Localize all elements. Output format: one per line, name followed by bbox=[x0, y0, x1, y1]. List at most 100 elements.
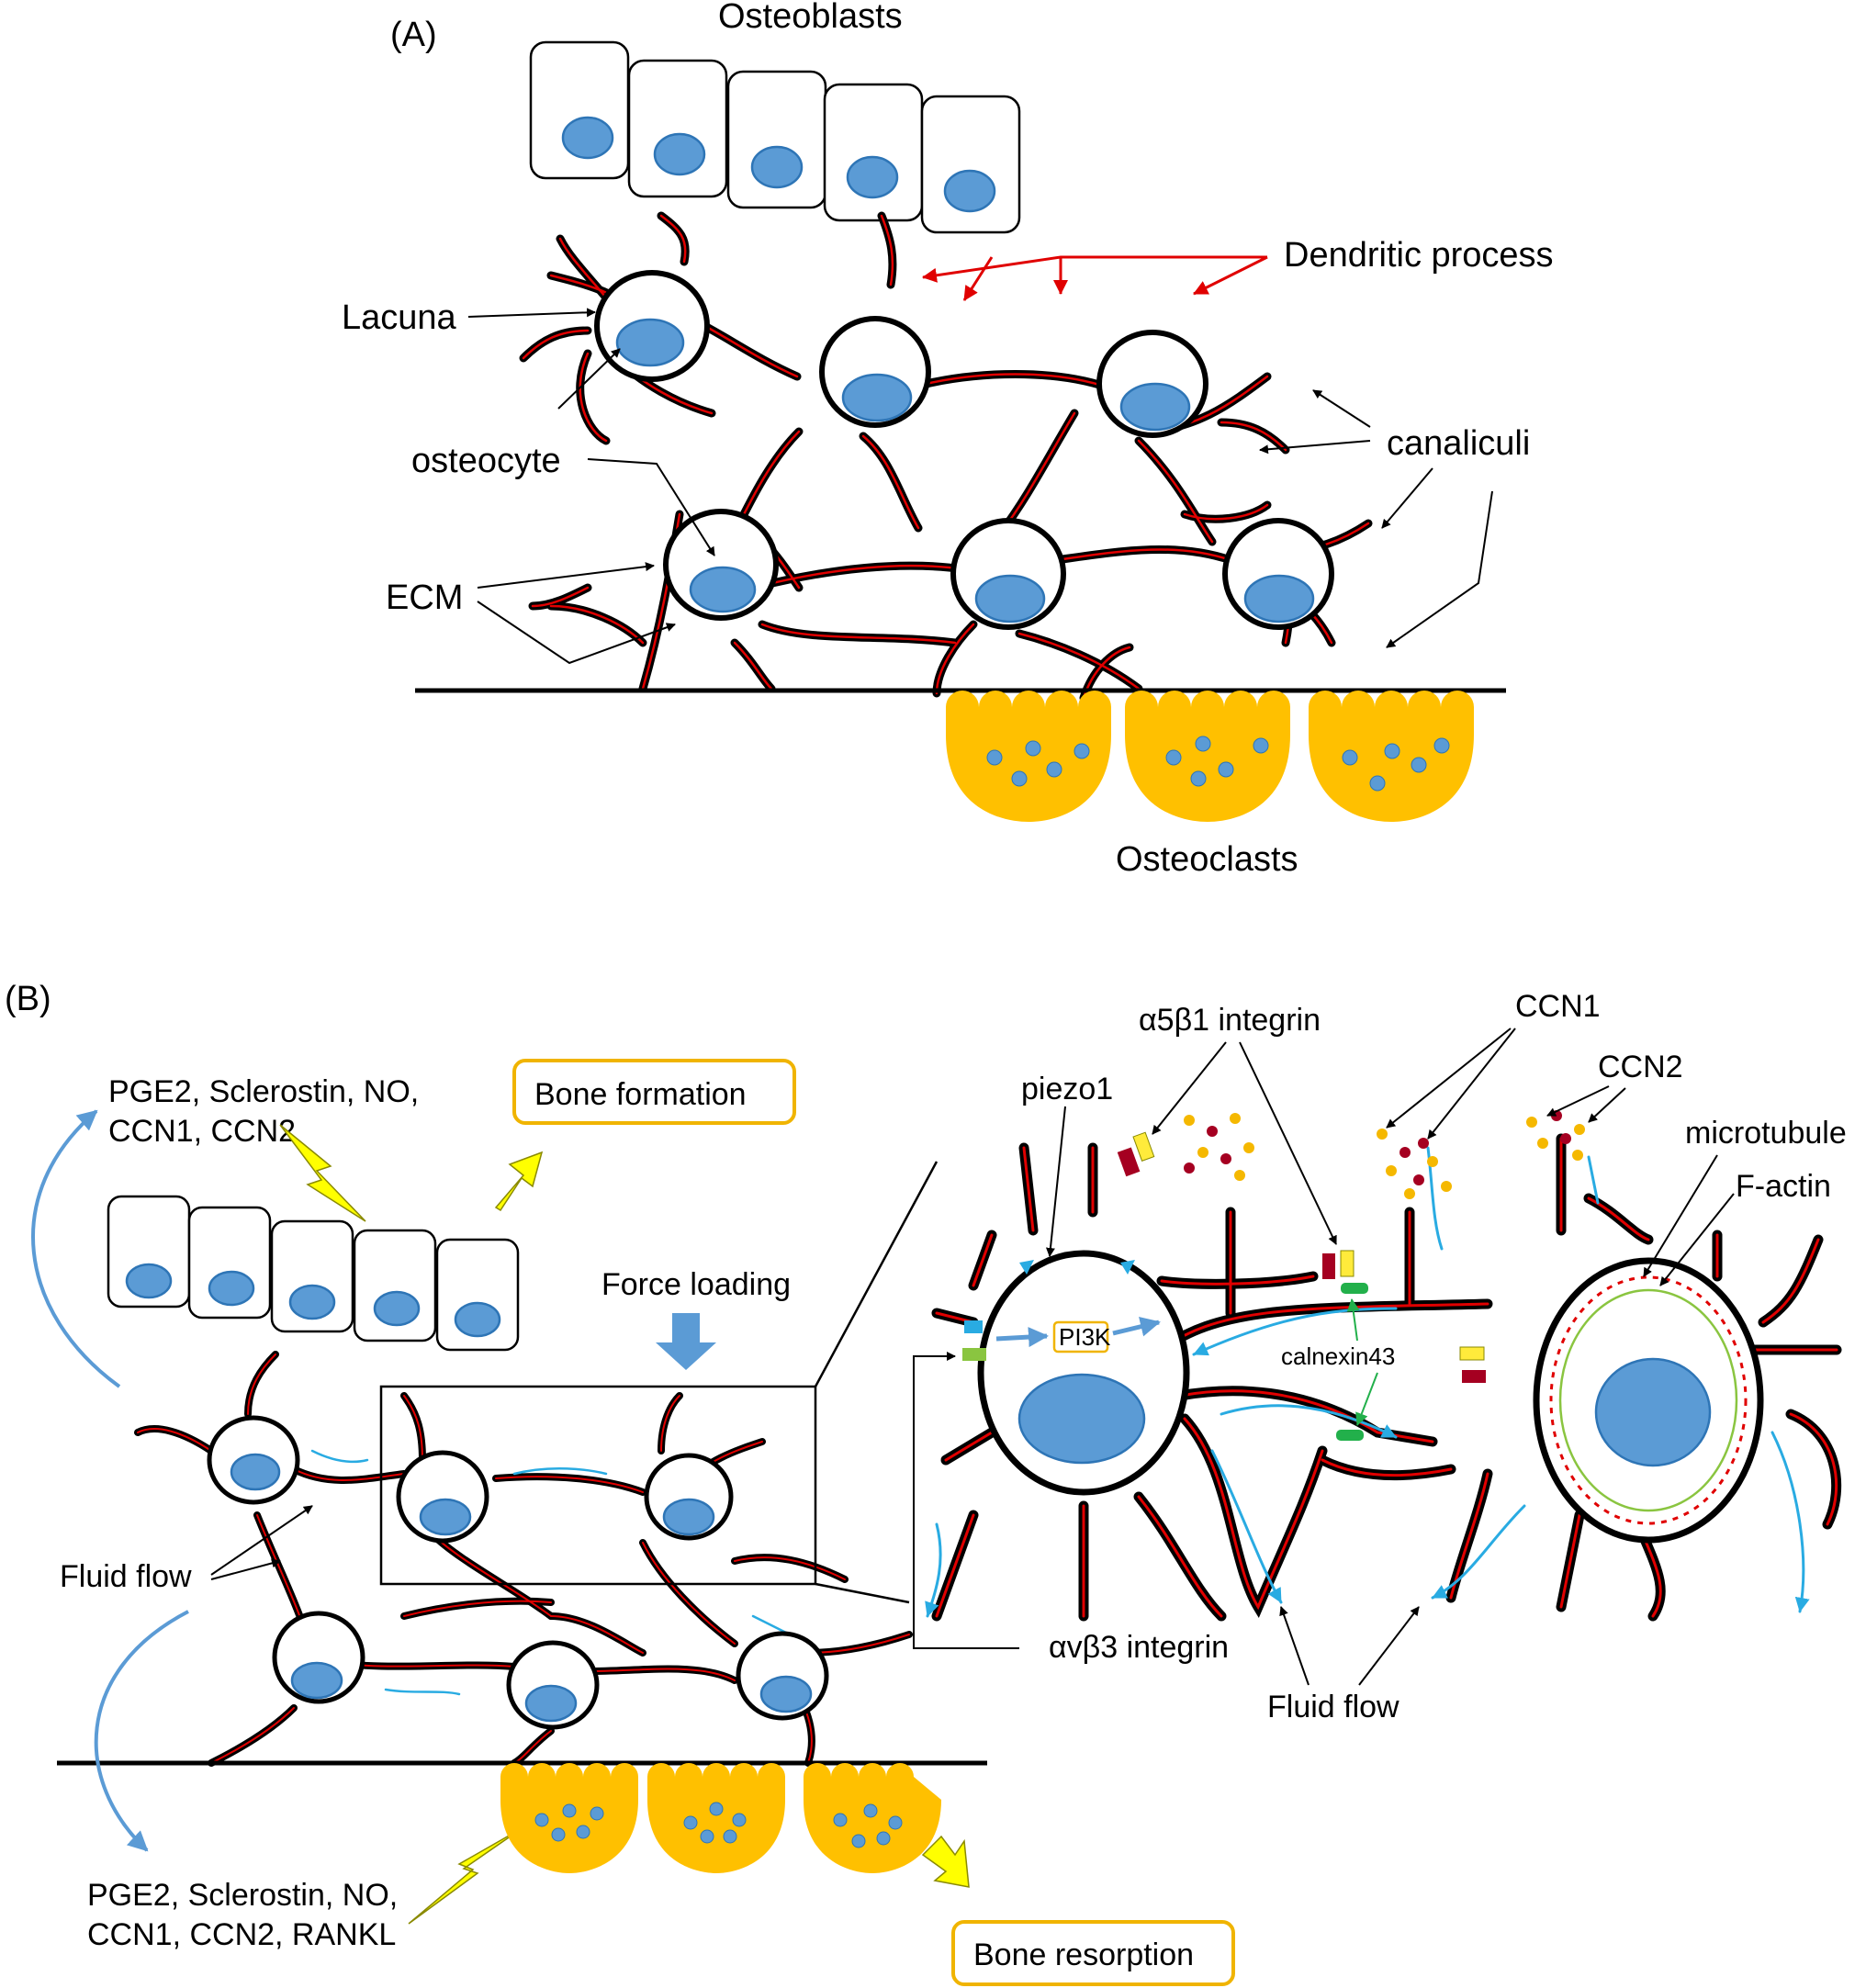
panel-b-tag: (B) bbox=[5, 980, 51, 1018]
osteoblast-cell bbox=[107, 1195, 191, 1308]
piezo1-arrow bbox=[1045, 1106, 1066, 1257]
osteoblast-cell bbox=[529, 40, 630, 180]
osteocyte-label: osteocyte bbox=[411, 442, 561, 480]
osteoblast-cell bbox=[726, 70, 827, 209]
bone-formation-label: Bone formation bbox=[534, 1077, 747, 1112]
bone-resorption-label: Bone resorption bbox=[973, 1937, 1194, 1972]
osteocyte-cell bbox=[819, 316, 931, 428]
a5b1-arrows bbox=[1152, 1041, 1337, 1245]
osteocyte-cell bbox=[506, 1640, 600, 1730]
osteocyte-cell bbox=[736, 1631, 829, 1721]
avb3-receptor-right bbox=[1459, 1346, 1486, 1383]
signal-release-arrow-bottom bbox=[94, 1610, 189, 1852]
ccn1-arrows bbox=[1386, 1028, 1516, 1140]
factin-arrow bbox=[1659, 1193, 1735, 1286]
ecm-label: ECM bbox=[386, 578, 463, 617]
pi3k-box bbox=[1052, 1320, 1109, 1353]
osteoclast-cell bbox=[1125, 691, 1290, 822]
fluid-flow-left-arrows bbox=[210, 1505, 313, 1580]
avb3-receptor-left bbox=[962, 1320, 986, 1361]
formation-arrow bbox=[494, 1151, 544, 1212]
lacuna-label: Lacuna bbox=[342, 298, 457, 337]
osteoblast-cell bbox=[270, 1219, 354, 1333]
ccn-molecules bbox=[1184, 1110, 1585, 1199]
zoom-region-box bbox=[379, 1385, 817, 1586]
osteoblast-row-a bbox=[529, 40, 1021, 234]
calnexin43-channel-top bbox=[1341, 1283, 1368, 1294]
signal-release-arrow-top bbox=[31, 1109, 121, 1388]
piezo1-label: piezo1 bbox=[1021, 1072, 1113, 1106]
osteoclast-cell bbox=[647, 1763, 785, 1873]
panel-a-tag: (A) bbox=[390, 16, 437, 54]
receptors bbox=[962, 1131, 1486, 1441]
osteoclasts-a bbox=[946, 691, 1474, 822]
osteoclast-cell bbox=[804, 1763, 941, 1873]
pi3k-label: PI3K bbox=[1059, 1323, 1111, 1351]
pi3k-pathway: PI3K bbox=[995, 1316, 1161, 1353]
osteoblast-cell bbox=[435, 1238, 520, 1352]
osteoblast-cell bbox=[353, 1229, 437, 1342]
osteoclasts-b bbox=[500, 1763, 941, 1873]
piezo1-channel bbox=[1019, 1260, 1034, 1275]
canaliculi-arrows bbox=[1259, 389, 1493, 648]
osteocyte-cell bbox=[1096, 330, 1208, 438]
osteoclast-cell bbox=[1309, 691, 1474, 822]
osteocyte-cell bbox=[594, 270, 710, 382]
osteoclast-cell bbox=[500, 1763, 638, 1873]
ccn1-label: CCN1 bbox=[1515, 989, 1601, 1024]
calnexin43-label: calnexin43 bbox=[1281, 1342, 1395, 1370]
dendritic-process-label: Dendritic process bbox=[1284, 236, 1554, 275]
a5b1-label: α5β1 integrin bbox=[1139, 1003, 1321, 1038]
osteoblast-cell bbox=[187, 1206, 272, 1320]
lightning-icon-bottom bbox=[408, 1826, 524, 1925]
resorption-arrow bbox=[921, 1835, 970, 1888]
signals-top-line2: CCN1, CCN2 bbox=[108, 1114, 296, 1149]
osteoblast-cell bbox=[823, 83, 924, 222]
fluid-flow-left-label: Fluid flow bbox=[60, 1559, 192, 1594]
fluid-flow-right-label: Fluid flow bbox=[1267, 1690, 1400, 1724]
a5b1-receptor-top bbox=[1117, 1131, 1155, 1177]
microtubule-label: microtubule bbox=[1685, 1116, 1847, 1151]
osteocytes-a bbox=[594, 270, 1334, 630]
osteoclast-cell bbox=[946, 691, 1111, 822]
dendritic-process-arrows bbox=[922, 255, 1268, 301]
signals-bottom-line1: PGE2, Sclerostin, NO, bbox=[87, 1878, 398, 1913]
microtubule-arrow bbox=[1643, 1154, 1718, 1277]
piezo1-channel bbox=[1120, 1260, 1135, 1275]
osteoblast-cell bbox=[920, 95, 1021, 234]
bone-resorption-box bbox=[951, 1920, 1235, 1986]
force-loading-arrow bbox=[656, 1313, 716, 1370]
canaliculi-network-a bbox=[519, 211, 1373, 702]
ecm-arrows bbox=[477, 562, 676, 665]
signals-bottom-line2: CCN1, CCN2, RANKL bbox=[87, 1917, 396, 1952]
lightning-icon-top bbox=[279, 1124, 366, 1222]
osteoblast-cell bbox=[627, 59, 728, 198]
zoom-line-top bbox=[814, 1161, 939, 1387]
osteocyte-cell bbox=[663, 509, 779, 621]
signals-top-line1: PGE2, Sclerostin, NO, bbox=[108, 1074, 419, 1109]
osteocyte-cell bbox=[396, 1450, 489, 1544]
ccn2-arrows bbox=[1546, 1085, 1626, 1123]
lacuna-arrow bbox=[467, 308, 596, 318]
osteocyte-cell bbox=[644, 1453, 734, 1541]
panel-a: (A) Osteoblasts bbox=[342, 0, 1554, 879]
osteoclasts-label: Osteoclasts bbox=[1116, 840, 1298, 879]
force-loading-label: Force loading bbox=[601, 1267, 791, 1302]
osteocytes-b bbox=[207, 1415, 829, 1730]
canaliculi-network-b bbox=[134, 1351, 913, 1767]
a5b1-receptor-mid bbox=[1322, 1250, 1355, 1279]
factin-label: F-actin bbox=[1736, 1169, 1831, 1204]
zoom-lacuna-right bbox=[1533, 1257, 1764, 1544]
bone-formation-box bbox=[512, 1059, 796, 1125]
panel-b: (B) PGE2, Sclerostin, NO, CCN1, CCN2 Bon… bbox=[5, 980, 1847, 1986]
canaliculi-label: canaliculi bbox=[1387, 424, 1530, 463]
fluid-flow-right-arrows bbox=[1279, 1606, 1420, 1686]
osteocyte-arrows bbox=[557, 348, 715, 556]
osteoblast-row-b bbox=[107, 1195, 520, 1352]
ccn2-label: CCN2 bbox=[1598, 1050, 1683, 1084]
avb3-label: αvβ3 integrin bbox=[1049, 1630, 1229, 1665]
osteocyte-cell bbox=[207, 1415, 300, 1505]
zoom-lacuna-left bbox=[977, 1250, 1190, 1496]
osteocyte-cell bbox=[1222, 518, 1334, 630]
osteocyte-cell bbox=[272, 1611, 365, 1704]
